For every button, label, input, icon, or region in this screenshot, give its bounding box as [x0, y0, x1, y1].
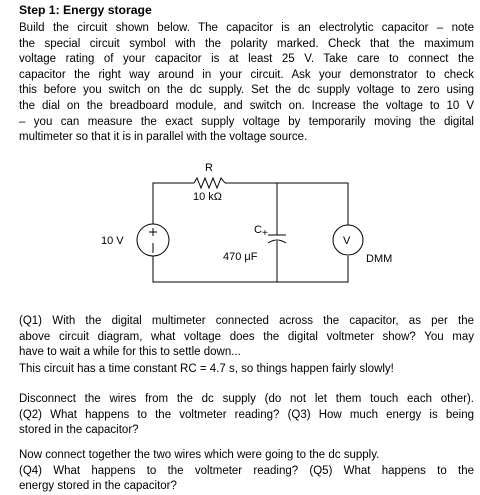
q1-line: (Q1) With the digital multimeter connect…: [19, 315, 474, 327]
voltmeter-symbol-label: V: [343, 235, 351, 247]
time-constant-paragraph: This circuit has a time constant RC = 4.…: [19, 362, 474, 378]
bottom-wire: [152, 256, 349, 283]
circuit-diagram: R 10 kΩ 10 V C + 470 μF V DMM: [101, 162, 392, 283]
voltmeter-symbol: [332, 224, 364, 256]
intro-line: capacitor the right way around in your c…: [19, 68, 474, 81]
voltage-source-symbol: [136, 223, 170, 257]
intro-line: – you can measure the exact supply volta…: [19, 115, 474, 128]
capacitor-plus: +: [262, 228, 268, 239]
resistor-symbol: [193, 176, 226, 190]
question-4-5-paragraph: Now connect together the two wires which…: [19, 448, 474, 495]
question-2-3-paragraph: Disconnect the wires from the dc supply …: [19, 392, 474, 439]
top-wire-left: [152, 182, 194, 186]
capacitor-label: C: [254, 224, 262, 236]
intro-line: this before you switch on the dc supply.…: [19, 84, 474, 97]
q2-line: stored in the capacitor?: [19, 424, 139, 437]
q2-line: (Q2) What happens to the voltmeter readi…: [19, 408, 474, 421]
q2-line: Disconnect the wires from the dc supply …: [19, 393, 474, 405]
source-polarity: [149, 228, 157, 253]
q4-line: (Q4) What happens to the voltmeter readi…: [19, 464, 474, 477]
time-constant-line: This circuit has a time constant RC = 4.…: [19, 363, 394, 375]
resistor-label: R: [205, 162, 213, 174]
intro-line: voltage rating of your capacitor is at l…: [19, 53, 474, 66]
dmm-label: DMM: [366, 253, 392, 265]
capacitor-plate-bottom: [267, 239, 287, 244]
intro-line: Build the circuit shown below. The capac…: [19, 22, 474, 34]
intro-line: the special circuit symbol with the pola…: [19, 37, 474, 50]
intro-line: the dial on the breadboard module, and s…: [19, 99, 474, 112]
capacitor-value: 470 μF: [223, 251, 258, 263]
q1-line: have to wait a while for this to settle …: [19, 346, 241, 359]
question-1-paragraph: (Q1) With the digital multimeter connect…: [19, 314, 474, 361]
q4-line: energy stored in the capacitor?: [19, 480, 177, 493]
section-heading: Step 1: Energy storage: [19, 3, 152, 17]
source-plus-icon: [149, 228, 157, 236]
source-label: 10 V: [101, 235, 124, 247]
resistor-value: 10 kΩ: [193, 191, 222, 203]
q1-line: above circuit diagram, what voltage does…: [19, 330, 474, 343]
top-wire-right: [225, 182, 349, 225]
intro-line: multimeter so that it is in parallel wit…: [19, 131, 308, 144]
intro-paragraph: Build the circuit shown below. The capac…: [19, 21, 474, 146]
q4-line: Now connect together the two wires which…: [19, 449, 380, 461]
